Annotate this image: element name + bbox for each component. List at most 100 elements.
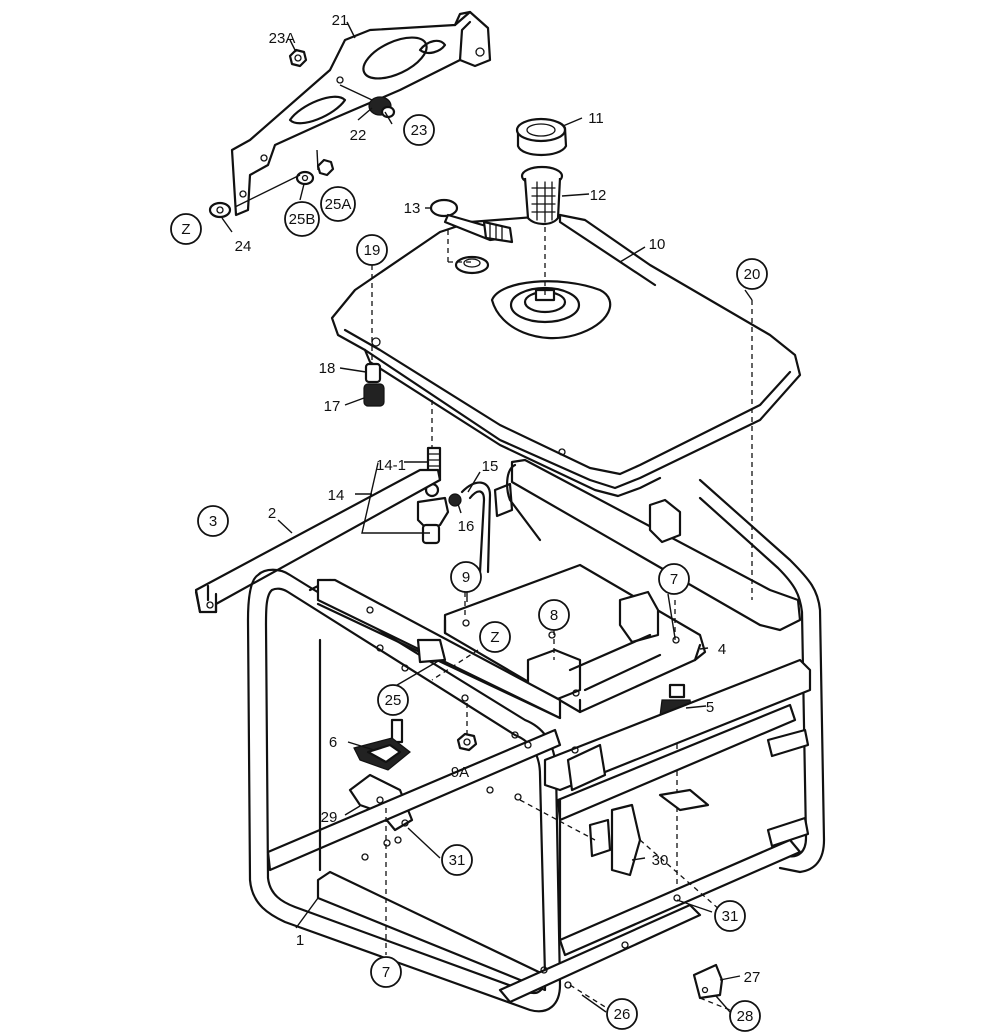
callout-circle <box>197 505 229 537</box>
callout-p17: 17 <box>324 398 341 415</box>
callout-p4: 4 <box>718 641 726 658</box>
callout-number: 30 <box>652 852 669 869</box>
fuel-strainer <box>520 165 564 226</box>
callout-circle <box>403 114 435 146</box>
callout-number: 25B <box>289 211 316 228</box>
callout-number: 4 <box>718 641 726 658</box>
callout-p31a: 31 <box>441 844 473 876</box>
callout-circle <box>441 844 473 876</box>
callout-circle <box>479 621 511 653</box>
callout-p14: 14 <box>328 487 345 504</box>
callout-number: 11 <box>588 110 604 127</box>
frame-tabs <box>588 498 810 1000</box>
callout-p10: 10 <box>649 236 666 253</box>
callout-number: 12 <box>590 187 607 204</box>
callout-p23: 23 <box>403 114 435 146</box>
callout-number: 23 <box>411 122 428 139</box>
callout-number: 20 <box>744 266 761 283</box>
tank-strap <box>510 300 802 632</box>
callout-number: 13 <box>404 200 421 217</box>
callout-circle <box>729 1000 761 1032</box>
callout-circle <box>377 684 409 716</box>
mount-spacers <box>363 362 385 407</box>
callout-number: 19 <box>364 242 381 259</box>
callout-number: 31 <box>722 908 739 925</box>
callout-number: 25A <box>325 196 352 213</box>
callout-p18: 18 <box>319 360 336 377</box>
callout-number: 21 <box>332 12 349 29</box>
fuel-gauge <box>429 198 514 244</box>
callout-number: 5 <box>706 699 714 716</box>
callout-number: 31 <box>449 852 466 869</box>
callout-p21: 21 <box>332 12 349 29</box>
callout-pZa: Z <box>170 213 202 245</box>
callout-p5: 5 <box>706 699 714 716</box>
callout-number: 2 <box>268 505 276 522</box>
callout-circle <box>320 186 356 222</box>
callout-p7a: 7 <box>658 563 690 595</box>
callout-p14-1: 14-1 <box>376 457 406 474</box>
callout-p6: 6 <box>329 734 337 751</box>
callout-circle <box>736 258 768 290</box>
engine-bracket <box>230 10 492 217</box>
callout-circle <box>606 998 638 1030</box>
callout-number: 8 <box>550 607 558 624</box>
callout-number: 18 <box>319 360 336 377</box>
callout-p29: 29 <box>321 809 338 826</box>
callout-number: 29 <box>321 809 338 826</box>
callout-circle <box>658 563 690 595</box>
callout-p27: 27 <box>744 969 761 986</box>
callout-number: 25 <box>385 692 402 709</box>
callout-number: 7 <box>670 571 678 588</box>
hex-nut-9A <box>456 732 478 752</box>
callout-circle <box>714 900 746 932</box>
callout-number: Z <box>181 221 190 238</box>
callout-p16: 16 <box>458 518 475 535</box>
callout-p23A: 23A <box>269 30 296 47</box>
rubber-mount-6 <box>353 718 411 771</box>
callout-pZb: Z <box>479 621 511 653</box>
callout-p30: 30 <box>652 852 669 869</box>
callout-number: 16 <box>458 518 475 535</box>
callout-number: 9A <box>451 764 469 781</box>
cross-members <box>266 578 812 1004</box>
callout-number: 26 <box>614 1006 631 1023</box>
callout-number: 17 <box>324 398 341 415</box>
callout-number: 9 <box>462 569 470 586</box>
callout-number: 14-1 <box>376 457 406 474</box>
callout-circle <box>538 599 570 631</box>
callout-p25A: 25A <box>320 186 356 222</box>
callout-number: 10 <box>649 236 666 253</box>
engine-bed-plate <box>443 563 707 714</box>
leader-lines <box>221 21 753 1013</box>
callout-p25: 25 <box>377 684 409 716</box>
callout-number: 28 <box>737 1008 754 1025</box>
fuel-tank <box>330 200 802 498</box>
callout-number: Z <box>490 629 499 646</box>
callout-p3: 3 <box>197 505 229 537</box>
callout-number: 23A <box>269 30 296 47</box>
callout-p20: 20 <box>736 258 768 290</box>
callout-number: 6 <box>329 734 337 751</box>
callout-p9: 9 <box>450 561 482 593</box>
callout-number: 1 <box>296 932 304 949</box>
callout-p9A: 9A <box>451 764 469 781</box>
callout-p2: 2 <box>268 505 276 522</box>
frame-tube <box>246 463 826 1013</box>
callout-p26: 26 <box>606 998 638 1030</box>
callout-p13: 13 <box>404 200 421 217</box>
fuel-cap <box>515 117 568 156</box>
callout-p15: 15 <box>482 458 499 475</box>
callout-circle <box>284 201 320 237</box>
callout-p1: 1 <box>296 932 304 949</box>
callout-number: 3 <box>209 513 217 530</box>
callout-p25B: 25B <box>284 201 320 237</box>
callout-number: 24 <box>235 238 252 255</box>
callout-circle <box>370 956 402 988</box>
callout-circle <box>356 234 388 266</box>
callout-circle <box>170 213 202 245</box>
callout-number: 15 <box>482 458 499 475</box>
